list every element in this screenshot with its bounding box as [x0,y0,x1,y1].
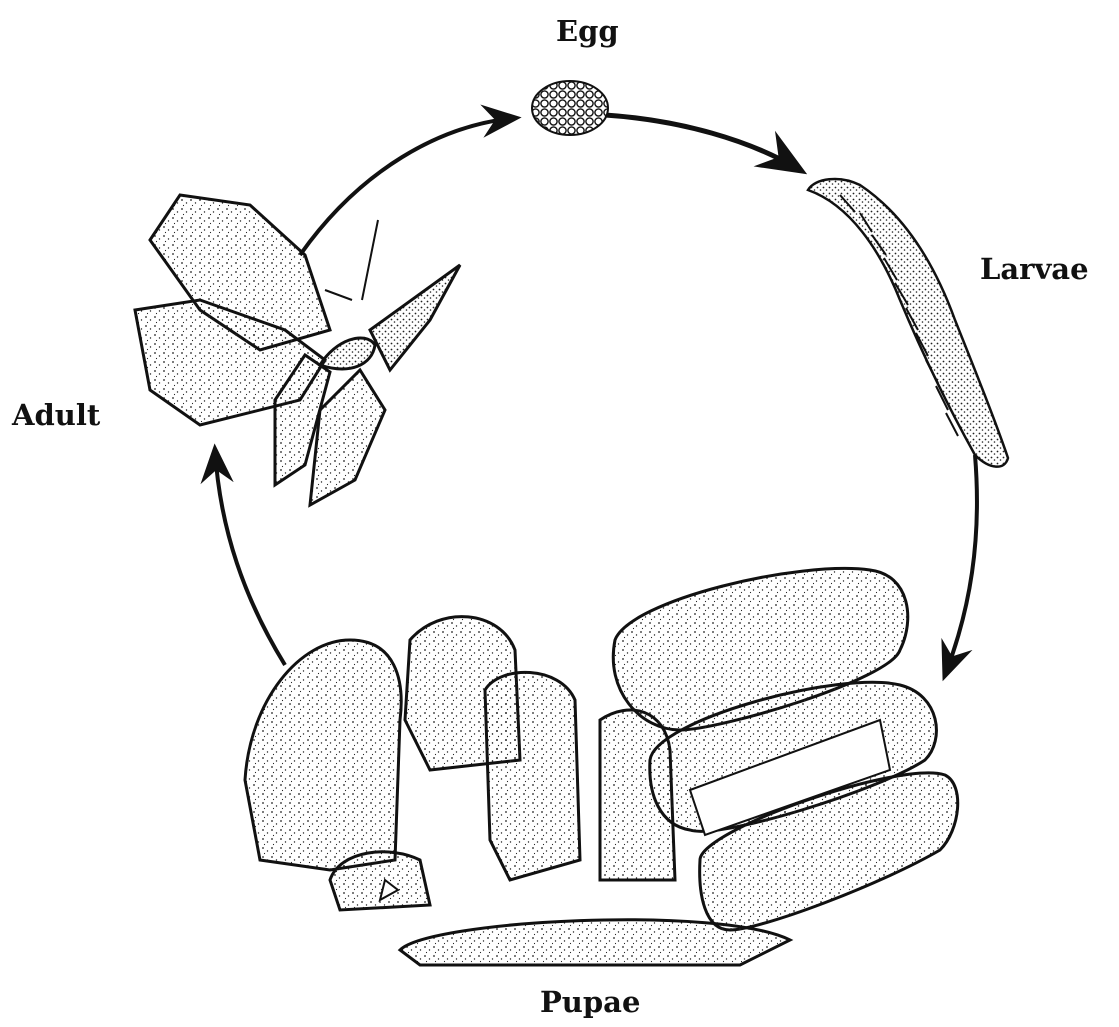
arrow-egg-to-larvae [605,115,800,170]
arrow-larvae-to-pupae [945,455,977,675]
arrow-adult-to-egg [300,118,515,255]
egg-cluster-illustration [532,81,608,135]
egg-label: Egg [556,14,619,48]
adult-moth-illustration [135,195,460,505]
pupae-illustration [245,568,958,965]
larva-illustration [808,179,1008,467]
larvae-label: Larvae [980,252,1089,286]
pupae-label: Pupae [540,985,640,1019]
adult-label: Adult [12,398,100,432]
